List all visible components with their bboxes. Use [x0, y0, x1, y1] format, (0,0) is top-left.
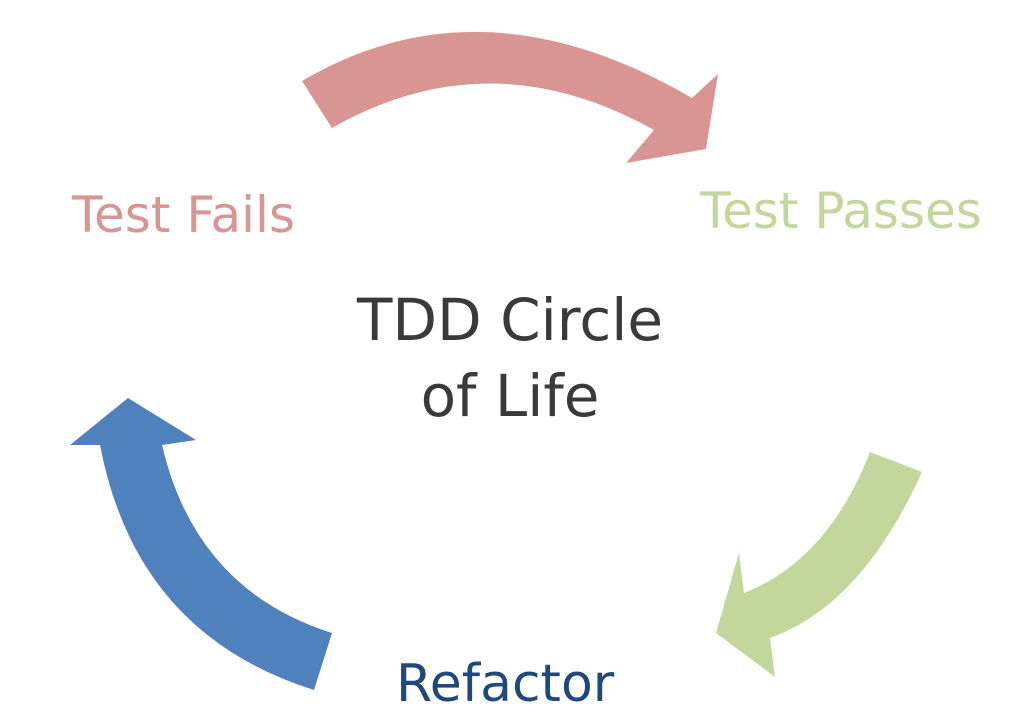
arrow-refactor-to-fails	[70, 398, 332, 690]
stage-label-test-passes: Test Passes	[700, 182, 982, 240]
diagram-title-line-2: of Life	[420, 362, 600, 430]
arrow-passes-to-refactor	[716, 452, 922, 677]
stage-label-test-fails: Test Fails	[72, 186, 295, 244]
arrow-fails-to-passes	[302, 31, 718, 164]
stage-label-refactor: Refactor	[396, 654, 615, 714]
diagram-title: TDD Circle of Life	[270, 282, 750, 434]
diagram-title-line-1: TDD Circle	[356, 286, 664, 354]
